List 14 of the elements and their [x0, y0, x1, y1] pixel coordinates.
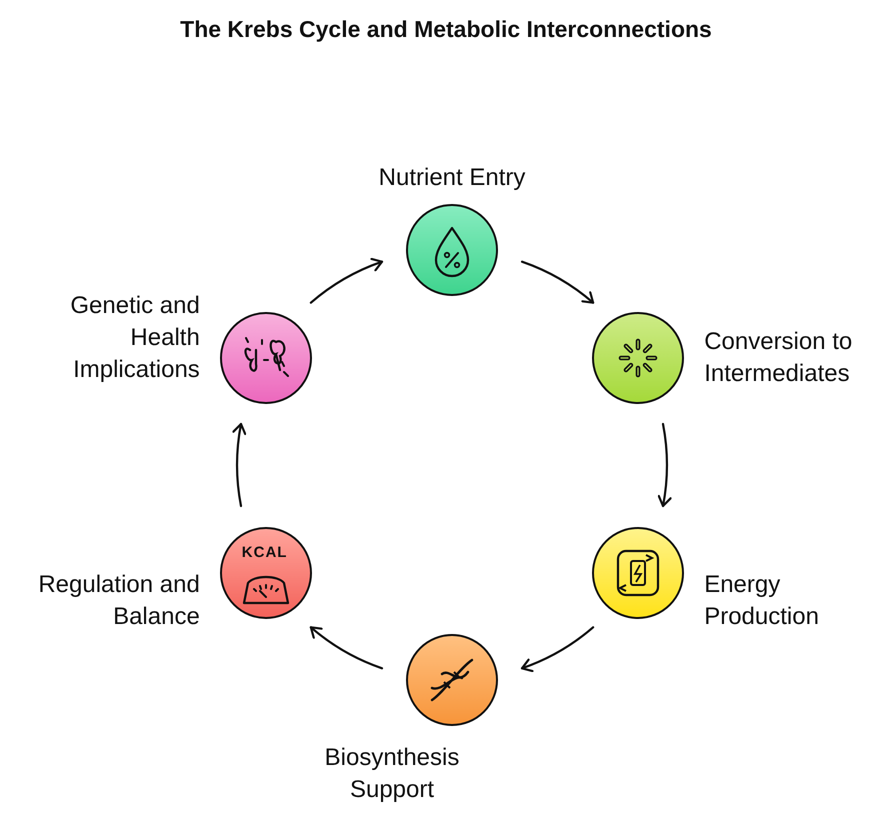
curved-arrow	[520, 260, 594, 304]
node-label: Nutrient Entry	[378, 163, 526, 193]
node-label: Regulation and Balance	[37, 570, 200, 632]
diagram-title: The Krebs Cycle and Metabolic Interconnections	[179, 16, 713, 43]
curved-arrow	[657, 422, 672, 508]
node-label: Conversion to Intermediates	[704, 326, 854, 388]
curved-arrow	[310, 626, 384, 670]
curved-arrow	[232, 422, 247, 508]
icon-text: KCAL	[242, 544, 288, 560]
node-label: Energy Production	[704, 570, 820, 632]
curved-arrow	[310, 258, 384, 304]
node-label: Biosynthesis Support	[324, 743, 460, 805]
curved-arrow	[520, 626, 594, 672]
node-label: Genetic and Health Implications	[69, 290, 200, 384]
